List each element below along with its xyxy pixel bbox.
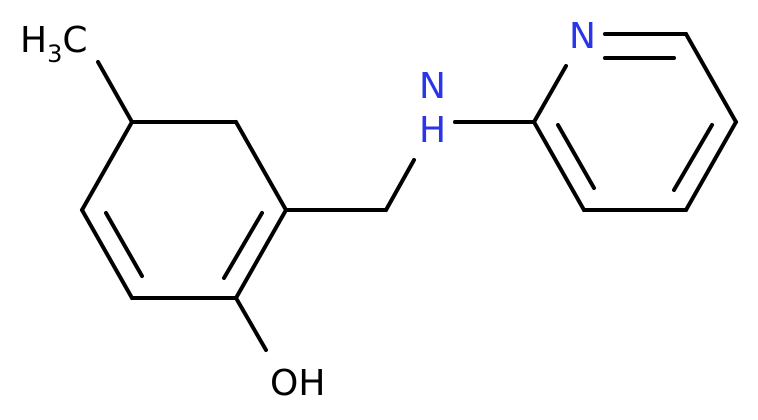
benzene-ring xyxy=(80,120,288,300)
bond-c3-c4-inner xyxy=(222,211,264,280)
hydroxyl-label: OH xyxy=(270,363,325,404)
bond-pyr-c2-n1 xyxy=(532,64,568,124)
amine-h-label: H xyxy=(419,110,446,151)
methyl-c: C xyxy=(62,20,87,61)
bond-pyr-c6-c5 xyxy=(684,32,738,124)
bond-methyl xyxy=(96,60,134,124)
bond-c3-c4 xyxy=(234,208,288,300)
bond-pyr-c5-c4-inner xyxy=(672,123,714,192)
bond-ch2-n xyxy=(384,158,416,212)
amine-n-label: N xyxy=(419,66,446,107)
bond-pyr-c3-c2-inner xyxy=(556,123,596,190)
bond-c5-c6 xyxy=(80,208,134,300)
methyl-h: H xyxy=(20,20,47,61)
bond-c2-c3 xyxy=(234,120,288,212)
bond-pyr-c5-c4 xyxy=(684,120,738,212)
bond-c5-c6-inner xyxy=(104,211,144,278)
pyridine-n-label: N xyxy=(569,16,596,57)
methyl-subscript: 3 xyxy=(47,40,62,68)
bond-c6-c1 xyxy=(80,120,134,212)
bond-pyr-c3-c2 xyxy=(532,120,586,212)
methyl-label: H3C xyxy=(20,20,88,68)
pyridine-ring xyxy=(532,32,738,212)
bond-c-o xyxy=(234,296,268,352)
